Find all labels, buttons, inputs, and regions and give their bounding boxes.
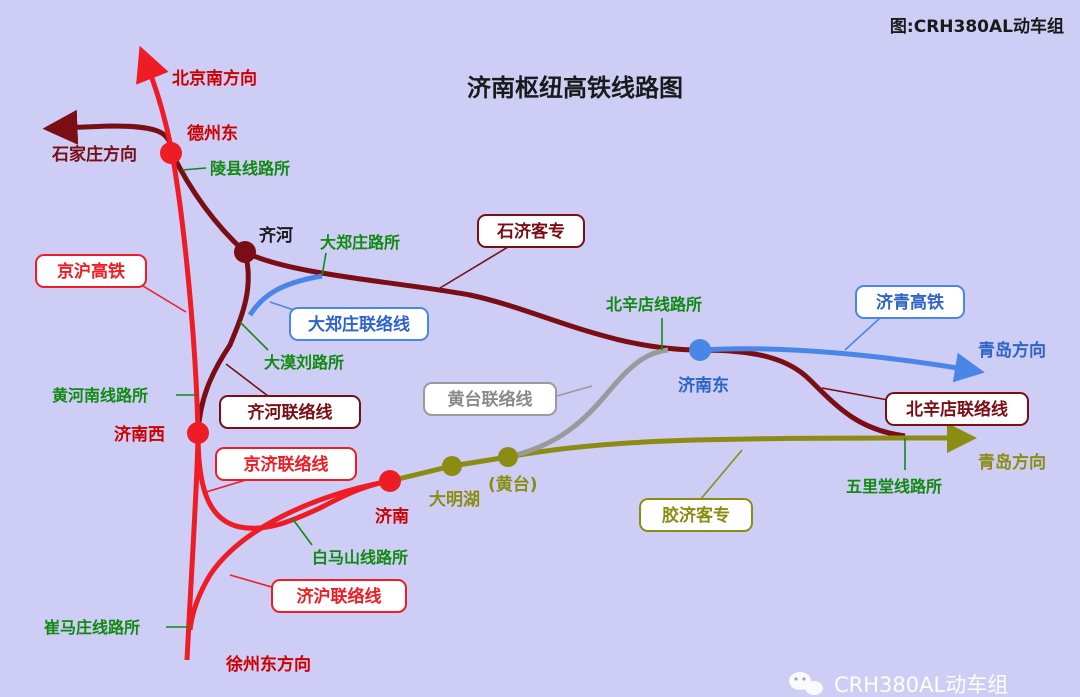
direction-qingdao-upper: 青岛方向 (978, 340, 1046, 361)
station-qihe-label: 齐河 (259, 225, 293, 246)
callout-beixindian-link-pointer (821, 387, 889, 401)
callout-qihe-link-text: 齐河联络线 (248, 402, 333, 423)
junction-dazhengzhuang: 大郑庄路所 (320, 233, 400, 252)
station-jinan-east-label: 济南东 (678, 375, 729, 396)
callout-dazhengzhuang-link-box (289, 307, 429, 341)
junction-huanghenan: 黄河南线路所 (52, 386, 148, 405)
callout-jingji-link-text: 京济联络线 (244, 454, 329, 475)
station-daminghu-label: 大明湖 (429, 489, 480, 510)
callout-jiqing-box (855, 285, 965, 319)
direction-beijing-south: 北京南方向 (172, 68, 257, 89)
junction-lingxian: 陵县线路所 (210, 159, 290, 178)
callout-jingji-link-box (215, 447, 357, 481)
watermark-text: CRH380AL动车组 (834, 673, 1008, 697)
junction-leaders (166, 167, 906, 628)
station-jinan-west-dot (187, 422, 209, 444)
line-jiaoji (389, 423, 977, 484)
junction-cuimazhuang: 崔马庄线路所 (44, 618, 140, 637)
callout-shiji-box (477, 214, 585, 248)
station-jinan-dot (379, 470, 401, 492)
callout-qihe-link-pointer (225, 363, 269, 397)
junction-wulitang: 五里堂线路所 (846, 477, 942, 496)
station-huangtai-dot (498, 447, 518, 467)
line-qihe-link (195, 251, 251, 434)
line-huangtai-link (507, 347, 669, 460)
callout-jiaoji-text: 胶济客专 (662, 505, 730, 526)
wechat-icon (789, 672, 823, 695)
callout-jingji-link-pointer (205, 479, 247, 493)
direction-xuzhou-east: 徐州东方向 (225, 654, 311, 675)
callout-jinghu-box (35, 254, 147, 288)
callout-jihu-link-text: 济沪联络线 (297, 586, 382, 607)
callout-shiji-text: 石济客专 (496, 221, 565, 242)
line-jiqing (699, 346, 985, 383)
callout-beixindian-link-box (885, 392, 1029, 426)
junction-baimashan: 白马山线路所 (312, 548, 408, 567)
callout-qihe-link-box (219, 395, 361, 429)
callout-beixindian-link-text: 北辛店联络线 (906, 399, 1008, 420)
station-jinan-east-dot (689, 339, 711, 361)
station-jinan-west-label: 济南西 (114, 424, 165, 445)
callout-dazhengzhuang-link-text: 大郑庄联络线 (308, 314, 410, 335)
callout-huangtai-link-text: 黄台联络线 (448, 389, 533, 410)
direction-qingdao-lower: 青岛方向 (978, 452, 1046, 473)
callout-jihu-link-box (271, 579, 407, 613)
junction-beixindian: 北辛店线路所 (606, 295, 702, 314)
line-jinghu (136, 45, 201, 661)
credit-text: 图:CRH380AL动车组 (890, 16, 1064, 37)
line-jihu-link (187, 478, 391, 631)
station-daminghu-dot (442, 456, 462, 476)
callout-jinghu-pointer (137, 282, 187, 313)
callout-shiji-pointer (439, 246, 509, 289)
station-huangtai-label: (黄台) (488, 474, 538, 495)
station-jinan-label: 济南 (375, 506, 409, 527)
callout-huangtai-link-box (423, 382, 557, 416)
callout-jiaoji-box (639, 498, 753, 532)
station-dezhou-east-dot (160, 142, 182, 164)
direction-shijiazhuang: 石家庄方向 (51, 144, 137, 165)
callout-jiqing-pointer (844, 317, 881, 351)
station-qihe-dot (234, 241, 256, 263)
callout-jinghu-text: 京沪高铁 (57, 261, 125, 282)
junction-damoliu: 大漠刘路所 (264, 353, 344, 372)
callout-jiaoji-pointer (699, 449, 743, 501)
line-dazhengzhuang-link (247, 273, 323, 317)
station-dezhou-east-label: 德州东 (187, 123, 238, 144)
diagram-title: 济南枢纽高铁线路图 (467, 74, 683, 102)
callout-jiqing-text: 济青高铁 (876, 292, 944, 313)
